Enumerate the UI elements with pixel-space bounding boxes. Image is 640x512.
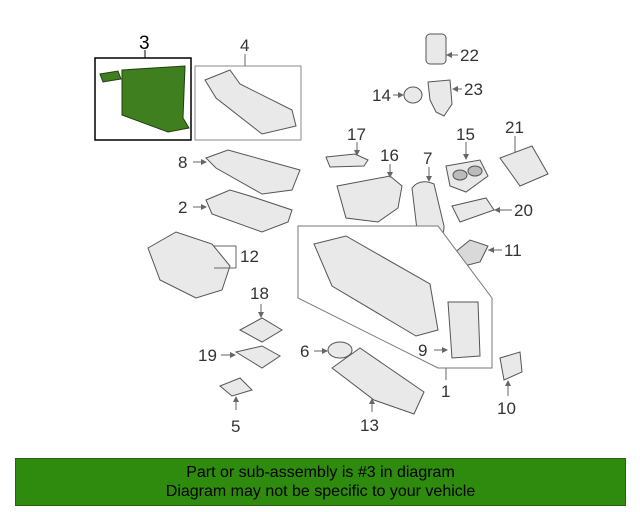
callout-15: 15 <box>456 125 475 144</box>
part-6-shape <box>327 341 353 359</box>
footer-line-1: Part or sub-assembly is #3 in diagram <box>186 464 455 481</box>
part-4-group[interactable]: 4 <box>194 36 302 141</box>
part-18-shape <box>238 317 283 343</box>
part-16-group[interactable]: 16 <box>336 146 403 223</box>
part-23-group[interactable]: 23 <box>427 79 483 117</box>
part-3-shape[interactable] <box>121 65 190 133</box>
part-14-group[interactable]: 14 <box>372 86 423 105</box>
callout-4: 4 <box>240 36 249 55</box>
part-14-shape <box>403 86 423 104</box>
part-19-group[interactable]: 19 <box>198 345 281 369</box>
callout-11: 11 <box>504 241 522 260</box>
part-10-shape <box>499 351 523 381</box>
part-9-shape <box>447 301 481 359</box>
callout-21: 21 <box>505 118 524 137</box>
callout-10: 10 <box>497 399 516 418</box>
part-8-group[interactable]: 8 <box>178 149 301 195</box>
callout-7: 7 <box>423 149 432 168</box>
callout-14: 14 <box>372 86 391 105</box>
part-2-arrow <box>201 204 207 210</box>
callout-16: 16 <box>380 146 399 165</box>
part-9-arrow <box>442 347 448 353</box>
part-5-arrow <box>233 396 239 402</box>
part-13-arrow <box>369 398 375 404</box>
callout-19: 19 <box>198 346 217 365</box>
callout-17: 17 <box>347 125 366 144</box>
callout-20: 20 <box>514 201 533 220</box>
callout-13: 13 <box>360 416 379 435</box>
part-12-group[interactable]: 12 <box>147 231 259 299</box>
part-15-group[interactable]: 15 <box>445 125 489 193</box>
part-17-arrow <box>354 150 360 156</box>
callout-12: 12 <box>240 247 259 266</box>
part-10-arrow <box>505 380 511 386</box>
part-17-shape <box>325 153 369 168</box>
part-7-arrow <box>426 176 432 182</box>
part-16-shape <box>336 175 403 223</box>
callout-6: 6 <box>300 342 309 361</box>
callout-8: 8 <box>178 153 187 172</box>
part-5-shape <box>219 377 253 397</box>
part-11-arrow <box>488 247 494 253</box>
callout-18: 18 <box>250 284 269 303</box>
part-22-arrow <box>446 52 452 58</box>
part-15-cup-right <box>467 165 483 177</box>
part-12-shape <box>147 231 231 299</box>
part-22-shape <box>425 33 447 65</box>
parts-diagram: 3 4 22 23 14 17 16 <box>94 33 549 436</box>
footer-line-2: Diagram may not be specific to your vehi… <box>165 483 476 500</box>
part-6-group[interactable]: 6 <box>300 341 353 361</box>
part-15-cup-left <box>452 169 468 181</box>
part-13-shape <box>331 347 425 415</box>
footer-banner: Part or sub-assembly is #3 in diagram Di… <box>15 458 626 506</box>
part-20-group[interactable]: 20 <box>451 197 533 223</box>
part-8-shape <box>205 149 301 195</box>
part-14-arrow <box>398 92 404 98</box>
part-10-group[interactable]: 10 <box>497 351 523 418</box>
part-19-shape <box>234 345 281 369</box>
callout-22: 22 <box>460 46 479 65</box>
callout-3: 3 <box>139 33 150 54</box>
callout-2: 2 <box>178 198 187 217</box>
part-22-group[interactable]: 22 <box>425 33 479 65</box>
part-4-shape <box>204 69 297 135</box>
part-13-group[interactable]: 13 <box>331 347 425 435</box>
part-21-shape <box>499 145 549 187</box>
part-23-shape <box>427 79 453 117</box>
part-8-arrow <box>201 159 207 165</box>
part-23-arrow <box>452 86 458 92</box>
part-19-arrow <box>230 352 236 358</box>
part-20-arrow <box>494 207 500 213</box>
callout-9: 9 <box>418 341 427 360</box>
part-20-shape <box>451 197 495 223</box>
part-2-group[interactable]: 2 <box>178 189 293 233</box>
part-17-group[interactable]: 17 <box>325 125 369 168</box>
part-9-group[interactable]: 9 <box>418 301 481 360</box>
part-18-arrow <box>258 312 264 318</box>
part-18-group[interactable]: 18 <box>238 284 283 343</box>
part-16-arrow <box>387 172 393 178</box>
part-1-shape <box>313 235 439 337</box>
part-15-arrow <box>463 154 469 160</box>
part-2-shape <box>205 189 293 233</box>
part-3-clip <box>99 70 122 83</box>
part-21-group[interactable]: 21 <box>499 118 549 187</box>
part-5-group[interactable]: 5 <box>219 377 253 436</box>
part-3-group[interactable]: 3 <box>94 33 192 141</box>
callout-5: 5 <box>231 417 240 436</box>
callout-23: 23 <box>464 80 483 99</box>
part-1-group[interactable]: 1 <box>297 225 493 401</box>
callout-1: 1 <box>441 382 450 401</box>
part-6-arrow <box>322 348 328 354</box>
